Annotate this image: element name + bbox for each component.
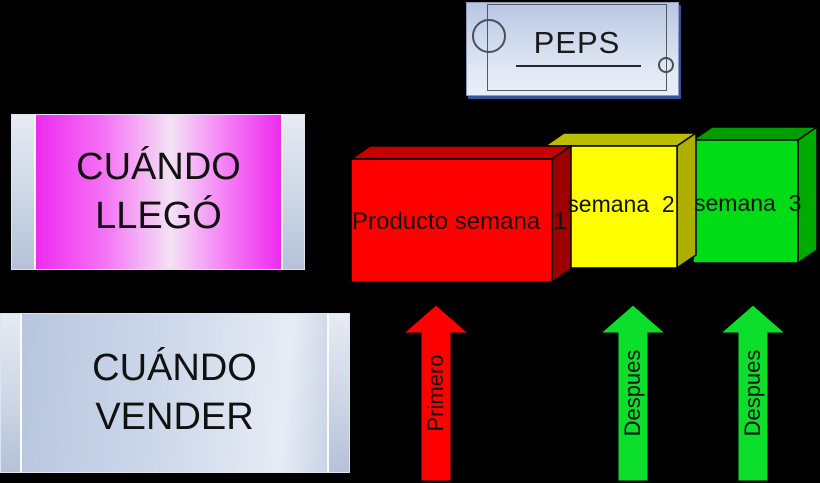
when-sell-plaque: CUÁNDO VENDER xyxy=(0,313,350,473)
plaque-edge-left xyxy=(12,115,34,269)
peps-title: PEPS xyxy=(533,25,621,60)
when-sell-line2: VENDER xyxy=(95,396,254,438)
when-sell-line1: CUÁNDO xyxy=(92,347,257,389)
peps-title-underline xyxy=(516,65,641,67)
product-cube-week1 xyxy=(348,144,574,284)
arrow-first-label: Primero xyxy=(423,354,448,432)
cube-week1-label: Producto semana 1 xyxy=(352,208,567,235)
when-arrived-line2: LLEGÓ xyxy=(95,195,222,237)
cube-week2-label: semana 2 xyxy=(567,191,675,217)
when-arrived-text: CUÁNDO LLEGÓ xyxy=(34,115,283,269)
cube-top-face xyxy=(348,145,574,160)
arrow-later2-label: Despues xyxy=(740,349,765,437)
up-arrow-first xyxy=(402,304,470,482)
plaque-edge-right xyxy=(329,314,349,472)
cube-front-face xyxy=(350,158,553,283)
plaque-edge-right xyxy=(283,115,304,269)
product-cube-week3 xyxy=(690,125,820,265)
sign-circle-small xyxy=(658,57,674,73)
plaque-edge-left xyxy=(1,314,20,472)
up-arrow-later-2 xyxy=(719,304,787,482)
cube-top-face xyxy=(542,132,699,147)
peps-sign: PEPS xyxy=(466,2,679,96)
cube-top-face xyxy=(690,126,820,141)
product-cube-week2 xyxy=(542,131,699,270)
arrow-later1-label: Despues xyxy=(620,349,645,437)
sign-circle-large xyxy=(472,19,506,53)
cube-week3-label: semana 3 xyxy=(694,190,802,216)
when-sell-text: CUÁNDO VENDER xyxy=(20,314,329,472)
when-arrived-line1: CUÁNDO xyxy=(76,146,241,188)
up-arrow-later-1 xyxy=(599,304,667,482)
when-arrived-plaque: CUÁNDO LLEGÓ xyxy=(11,114,305,270)
